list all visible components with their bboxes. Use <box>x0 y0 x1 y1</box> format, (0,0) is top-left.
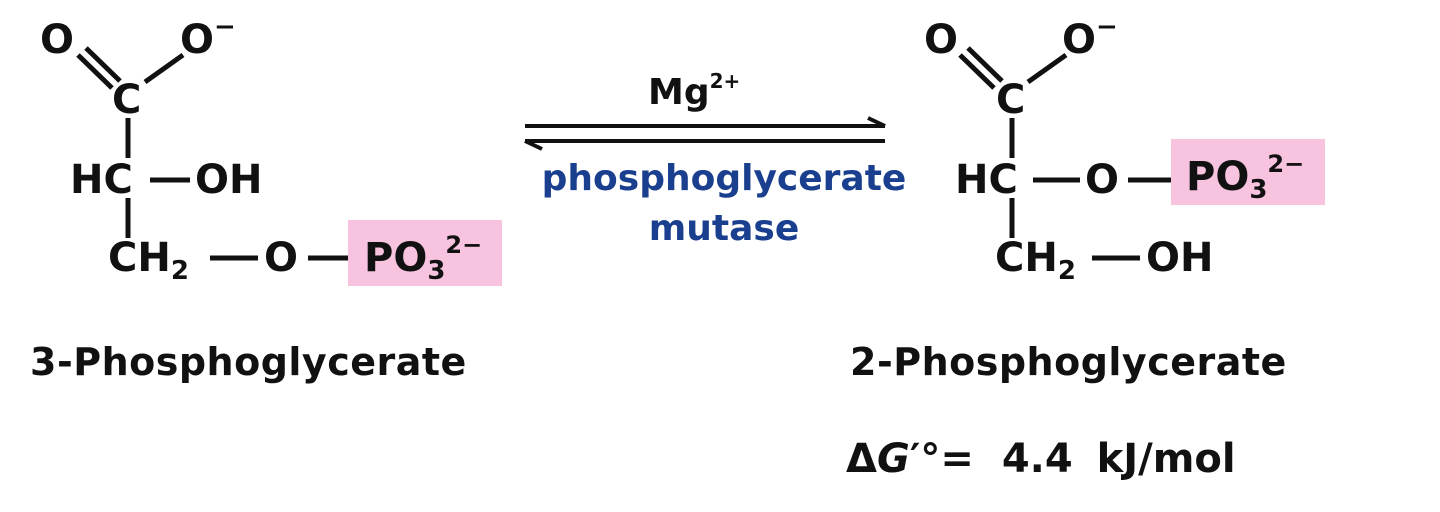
phosphate-highlight <box>1171 139 1325 205</box>
delta-symbol: Δ <box>846 436 877 482</box>
phosphate-subscript: 3 <box>427 256 446 286</box>
carboxyl-carbon: C <box>996 77 1026 123</box>
gibbs-symbol: G <box>876 436 910 482</box>
phosphate-symbol: PO <box>1186 154 1250 200</box>
cofactor-symbol: Mg <box>648 72 710 113</box>
free-energy-unit: kJ/mol <box>1096 436 1236 482</box>
hydroxyl-group: OH <box>195 157 263 203</box>
substrate-name: 3-Phosphoglycerate <box>30 340 467 384</box>
phosphate-symbol: PO <box>364 235 428 281</box>
double-bond-top <box>958 53 996 90</box>
carbonyl-oxygen: O <box>40 17 75 63</box>
c3-subscript: 2 <box>170 256 189 286</box>
cofactor-charge: 2+ <box>709 69 741 93</box>
c3-methylene: CH2 <box>108 235 189 284</box>
c2-carbon: HC <box>70 157 133 203</box>
negative-charge: − <box>214 12 236 42</box>
reverse-arrow-head <box>524 139 543 151</box>
equals-sign: = <box>940 436 974 482</box>
enzyme-name-line1: phosphoglycerate <box>541 158 907 199</box>
single-bond-carboxylate <box>1026 52 1068 85</box>
c3-methylene: CH2 <box>995 235 1076 284</box>
phosphate-charge: 2− <box>445 231 483 259</box>
standard-state-marker: ′° <box>909 436 941 482</box>
carboxylate-oxygen-symbol: O <box>1062 17 1097 63</box>
carboxylate-oxygen: O− <box>180 12 236 65</box>
product-name: 2-Phosphoglycerate <box>850 340 1287 384</box>
phosphate-group: PO32− <box>364 233 482 284</box>
carboxyl-carbon: C <box>112 77 142 123</box>
free-energy-label: ΔG′°= 4.4 kJ/mol <box>846 436 1236 482</box>
c3-symbol: CH <box>995 235 1058 281</box>
bridge-oxygen: O <box>1085 157 1120 203</box>
c2-carbon: HC <box>955 157 1018 203</box>
enzyme-name-line2: mutase <box>648 208 800 249</box>
phosphate-highlight <box>348 220 502 286</box>
carboxylate-oxygen: O− <box>1062 12 1118 65</box>
single-bond-carboxylate <box>143 52 185 85</box>
hydroxyl-group: OH <box>1146 235 1214 281</box>
bridge-oxygen: O <box>264 235 299 281</box>
forward-arrow-head <box>867 116 886 128</box>
carboxylate-oxygen-symbol: O <box>180 17 215 63</box>
negative-charge: − <box>1096 12 1118 42</box>
cofactor-label: Mg2+ <box>648 69 741 113</box>
carbonyl-oxygen: O <box>924 17 959 63</box>
double-bond-top <box>76 53 114 90</box>
c3-subscript: 2 <box>1057 256 1076 286</box>
phosphate-charge: 2− <box>1267 150 1305 178</box>
free-energy-value: 4.4 <box>1001 436 1073 482</box>
phosphate-group: PO32− <box>1186 152 1304 203</box>
phosphate-subscript: 3 <box>1249 175 1268 205</box>
c3-symbol: CH <box>108 235 171 281</box>
